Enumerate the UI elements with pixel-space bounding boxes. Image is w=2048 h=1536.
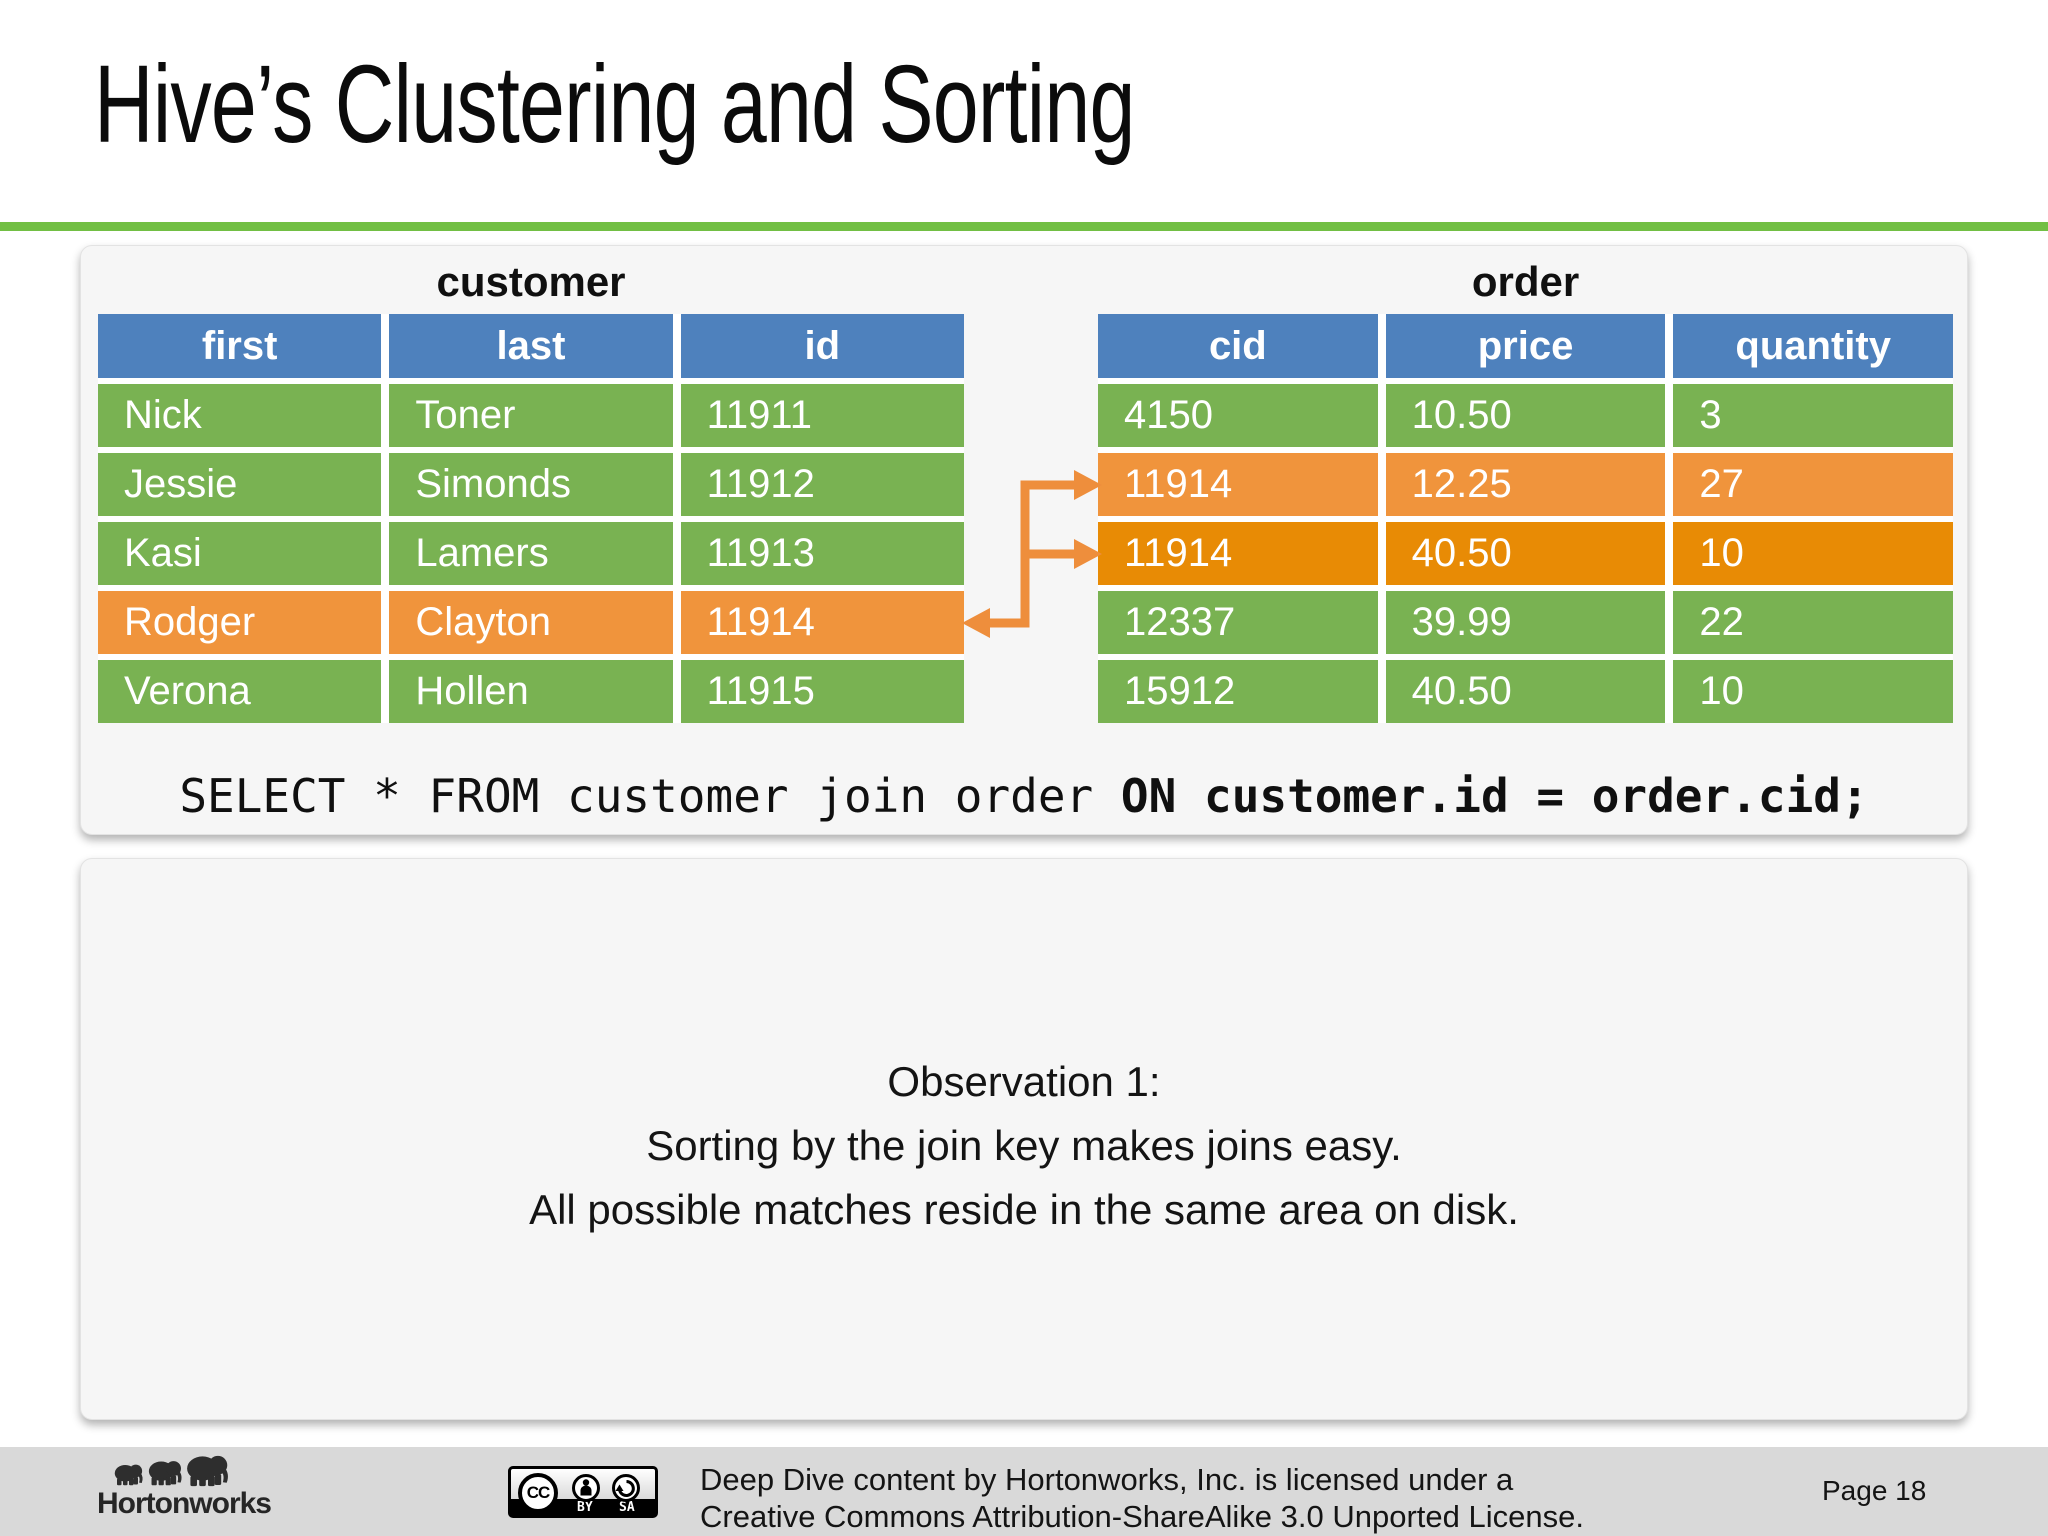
- page-number: Page 18: [1822, 1475, 1927, 1506]
- table-cell: 10: [1673, 522, 1954, 585]
- sql-query-normal: SELECT * FROM customer join order: [179, 769, 1121, 823]
- table-cell: 10.50: [1385, 384, 1666, 447]
- page-title: Hive’s Clustering and Sorting: [94, 43, 1135, 166]
- table-cell: 11911: [680, 384, 964, 447]
- table-cell: Verona: [98, 660, 382, 723]
- table-cell: 11914: [1098, 453, 1378, 516]
- table-cell: 11914: [1098, 522, 1378, 585]
- observation-line: All possible matches reside in the same …: [529, 1186, 1519, 1233]
- table-cell: Simonds: [389, 453, 673, 516]
- footer: [0, 1447, 2048, 1536]
- table-cell: 3: [1673, 384, 1954, 447]
- cc-sa-label: SA: [619, 1500, 635, 1515]
- table-cell: Lamers: [389, 522, 673, 585]
- table-cell: Kasi: [98, 522, 382, 585]
- table-cell: Rodger: [98, 591, 382, 654]
- column-header: cid: [1098, 314, 1378, 378]
- column-header: last: [389, 314, 673, 378]
- column-header: first: [98, 314, 382, 378]
- hortonworks-logo-text: Hortonworks: [96, 1487, 272, 1520]
- table-cell: 12337: [1098, 591, 1378, 654]
- table-cell: 11915: [680, 660, 964, 723]
- observation-line: Sorting by the join key makes joins easy…: [646, 1122, 1402, 1169]
- table-cell: 11913: [680, 522, 964, 585]
- cc-license-badge: BY SA CC: [508, 1466, 658, 1518]
- table-cell: Hollen: [389, 660, 673, 723]
- observation-panel: Observation 1: Sorting by the join key m…: [80, 858, 1968, 1420]
- table-cell: 39.99: [1385, 591, 1666, 654]
- table-cell: Nick: [98, 384, 382, 447]
- table-cell: 15912: [1098, 660, 1378, 723]
- column-header: id: [680, 314, 964, 378]
- cc-sa-arrow-icon: [612, 1474, 640, 1502]
- cc-by-label: BY: [577, 1500, 593, 1515]
- table-cell: 11912: [680, 453, 964, 516]
- customer-table-title: customer: [436, 258, 626, 305]
- table-cell: 12.25: [1385, 453, 1666, 516]
- observation-heading: Observation 1:: [887, 1058, 1161, 1105]
- license-line: Creative Commons Attribution-ShareAlike …: [700, 1499, 1584, 1534]
- hortonworks-elephants-icon: [114, 1455, 228, 1487]
- sql-query: SELECT * FROM customer join order ON cus…: [81, 769, 1967, 823]
- order-table-title: order: [1471, 258, 1580, 305]
- table-cell: 10: [1673, 660, 1954, 723]
- column-header: price: [1385, 314, 1666, 378]
- table-cell: 22: [1673, 591, 1954, 654]
- table-cell: 40.50: [1385, 522, 1666, 585]
- title-divider: [0, 222, 2048, 231]
- cc-by-person-icon: [572, 1474, 600, 1502]
- table-cell: Toner: [389, 384, 673, 447]
- table-cell: Clayton: [389, 591, 673, 654]
- license-text: Deep Dive content by Hortonworks, Inc. i…: [700, 1461, 1584, 1535]
- license-line: Deep Dive content by Hortonworks, Inc. i…: [700, 1462, 1514, 1497]
- table-cell: 40.50: [1385, 660, 1666, 723]
- table-cell: 27: [1673, 453, 1954, 516]
- sql-query-bold: ON customer.id = order.cid;: [1120, 769, 1869, 823]
- column-header: quantity: [1673, 314, 1954, 378]
- table-cell: 4150: [1098, 384, 1378, 447]
- join-arrows-icon: [962, 470, 1102, 638]
- cc-icon: CC: [518, 1473, 558, 1513]
- table-cell: 11914: [680, 591, 964, 654]
- table-cell: Jessie: [98, 453, 382, 516]
